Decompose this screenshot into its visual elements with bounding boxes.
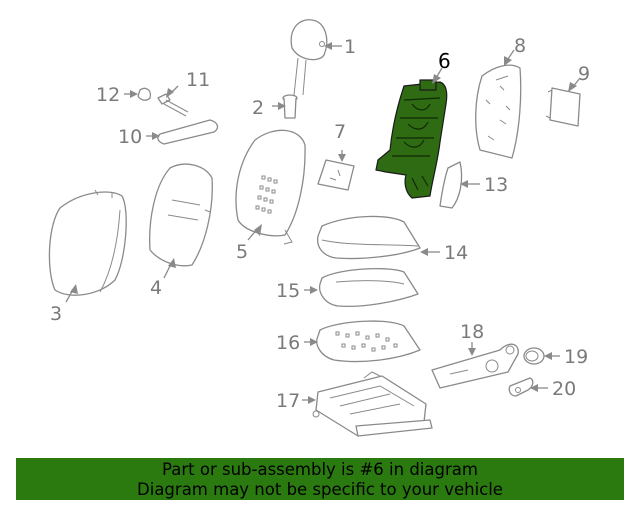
seat-parts-diagram: 1 2 3 4 5 — [48, 19, 590, 437]
callout-1[interactable]: 1 — [344, 36, 356, 58]
callout-7[interactable]: 7 — [334, 121, 346, 143]
part-20-lever[interactable] — [508, 377, 534, 397]
part-6-seatback-frame[interactable] — [375, 79, 448, 199]
part-10-hinge-cover[interactable] — [157, 119, 219, 145]
callout-14[interactable]: 14 — [444, 242, 468, 264]
callout-11[interactable]: 11 — [186, 69, 210, 91]
callout-20[interactable]: 20 — [552, 378, 576, 400]
callout-10[interactable]: 10 — [118, 126, 142, 148]
info-banner: Part or sub-assembly is #6 in diagram Di… — [16, 458, 624, 500]
part-8-rear-panel[interactable] — [475, 64, 522, 159]
callout-2[interactable]: 2 — [252, 97, 264, 119]
part-13-side-trim[interactable] — [439, 161, 463, 209]
part-18-side-shield[interactable] — [431, 343, 519, 389]
part-3-back-cover[interactable] — [48, 189, 127, 296]
part-4-back-panel[interactable] — [149, 163, 213, 267]
part-14-cushion-pad[interactable] — [316, 215, 421, 260]
callout-8[interactable]: 8 — [514, 35, 526, 57]
part-16-cushion-frame[interactable] — [316, 320, 421, 363]
part-15-cushion-cover[interactable] — [318, 267, 419, 308]
part-5-seatback-cover[interactable] — [235, 129, 306, 245]
part-7-bracket[interactable] — [317, 159, 355, 191]
part-19-knob[interactable] — [523, 347, 545, 365]
callout-17[interactable]: 17 — [276, 390, 300, 412]
callout-6[interactable]: 6 — [438, 49, 451, 73]
callout-9[interactable]: 9 — [578, 63, 590, 85]
callout-12[interactable]: 12 — [96, 84, 120, 106]
callout-18[interactable]: 18 — [460, 321, 484, 343]
part-1-headrest[interactable] — [290, 19, 328, 96]
callout-4[interactable]: 4 — [150, 277, 162, 299]
banner-line-2: Diagram may not be specific to your vehi… — [137, 480, 503, 499]
callout-13[interactable]: 13 — [484, 174, 508, 196]
callout-5[interactable]: 5 — [236, 241, 248, 263]
part-11-bolt[interactable] — [157, 93, 189, 117]
callout-16[interactable]: 16 — [276, 332, 300, 354]
part-2-guide[interactable] — [282, 94, 298, 119]
part-9-plate[interactable] — [545, 87, 581, 127]
callout-19[interactable]: 19 — [564, 346, 588, 368]
banner-line-1: Part or sub-assembly is #6 in diagram — [162, 460, 478, 479]
callout-3[interactable]: 3 — [50, 303, 62, 325]
part-12-cap[interactable] — [137, 87, 152, 101]
callout-15[interactable]: 15 — [276, 280, 300, 302]
part-17-seat-track[interactable] — [312, 371, 433, 437]
